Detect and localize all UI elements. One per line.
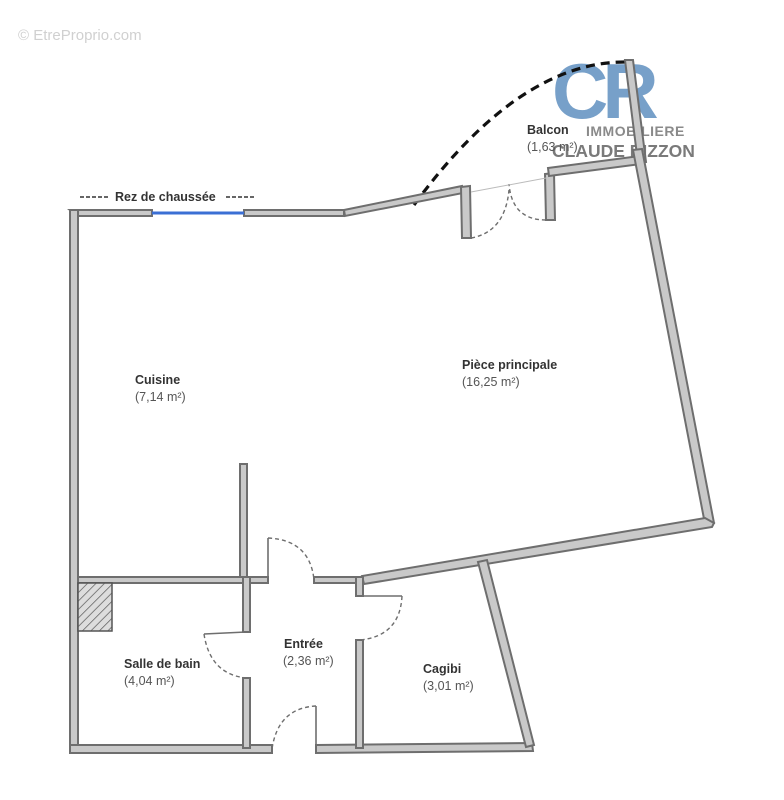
room-name: Entrée [284,637,323,651]
door-cagibi-arc [359,595,403,641]
room-label-piece-principale: Pièce principale (16,25 m²) [462,358,557,389]
wall-top-left [67,209,153,217]
door-front [271,705,317,750]
wall-balcony-door-jamb-right [543,171,557,221]
level-label: Rez de chaussée [80,190,254,204]
wall-entree-top-right [313,576,363,584]
room-name: Salle de bain [124,657,200,671]
wall-cagibi-right [476,558,536,749]
wall-bath-entree [242,576,251,633]
wall-cuisine-entree [239,463,248,583]
watermark-text: © EtreProprio.com [18,27,142,44]
wall-bottom [69,744,273,754]
wall-balcony-door-jamb-left [459,184,473,239]
balcony-threshold [470,177,547,193]
balcony-door-arc-left [470,189,510,239]
exterior-walls [67,59,716,755]
wall-bottom-right [315,741,535,755]
room-area: (1,63 m²) [527,140,578,154]
room-label-balcon: Balcon (1,63 m²) [527,123,578,154]
door-cagibi [359,595,403,641]
room-area: (3,01 m²) [423,679,474,693]
room-label-cagibi: Cagibi (3,01 m²) [423,662,474,693]
wall-lower-right-diagonal [360,516,716,586]
wall-entree-cagibi-top [355,576,364,597]
wall-left [69,209,79,754]
room-area: (16,25 m²) [462,375,520,389]
room-label-salle-de-bain: Salle de bain (4,04 m²) [124,657,200,688]
balcony-boundary-line [412,60,629,206]
room-area: (7,14 m²) [135,390,186,404]
room-area: (4,04 m²) [124,674,175,688]
wall-top-slanted [342,184,465,218]
room-name: Cuisine [135,373,180,387]
door-front-arc [271,705,317,750]
logo-line2: CLAUDE RIZZON [552,141,695,161]
wall-top-right-of-window [243,209,345,217]
wall-bath-top [77,576,269,584]
wall-bath-entree-lower [242,677,251,749]
room-name: Cagibi [423,662,461,676]
door-entree-top-arc [267,537,315,581]
level-label-text: Rez de chaussée [115,190,216,204]
room-label-cuisine: Cuisine (7,14 m²) [135,373,186,404]
door-bath [203,631,247,679]
wall-entree-cagibi [355,639,364,749]
room-name: Pièce principale [462,358,557,372]
door-bath-leaf [203,631,247,635]
wall-right [631,147,716,526]
shaft-hatched [77,582,113,632]
room-area: (2,36 m²) [283,654,334,668]
interior-walls [77,463,364,749]
door-bath-arc [203,633,247,679]
room-label-entree: Entrée (2,36 m²) [283,637,334,668]
balcony-door-arc-right [508,183,547,221]
balcony-door [470,177,547,239]
door-entree-top [267,537,315,581]
wall-balcony-rail [623,59,648,165]
room-name: Balcon [527,123,569,137]
